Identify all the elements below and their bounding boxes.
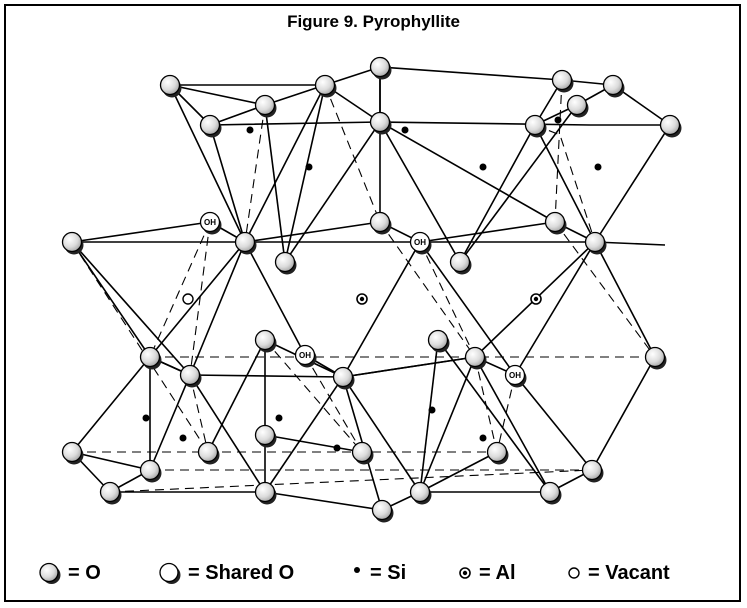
legend-oxygen: = O <box>38 555 101 591</box>
si-atom <box>401 126 409 134</box>
oxygen-atom <box>61 441 84 465</box>
si-atom <box>554 116 562 124</box>
oxygen-atom <box>581 459 604 483</box>
aluminum-dot-icon <box>459 567 471 579</box>
oxygen-atom <box>566 94 589 118</box>
oxygen-atom <box>524 114 547 138</box>
hydroxyl-atoms: OH OH OH OH <box>199 211 527 388</box>
legend-silicon: = Si <box>350 555 406 591</box>
si-atom <box>594 163 602 171</box>
oh-label: OH <box>509 371 521 380</box>
si-atom <box>305 163 313 171</box>
oxygen-icon <box>39 562 61 584</box>
legend-shared-oxygen: = Shared O <box>158 555 294 591</box>
oxygen-atom <box>427 329 450 353</box>
si-atom <box>479 163 487 171</box>
figure-title: Figure 9. Pyrophyllite <box>287 12 460 31</box>
al-atoms <box>356 293 542 305</box>
vacant-sites <box>182 293 194 305</box>
vacant-site <box>182 293 194 305</box>
pyrophyllite-structure-diagram: OH OH OH OH <box>61 56 682 523</box>
oxygen-atom <box>464 346 487 370</box>
hydroxyl-atom: OH <box>504 364 527 388</box>
oxygen-atom <box>99 481 122 505</box>
legend-aluminum: = Al <box>457 555 516 591</box>
oxygen-atom <box>139 459 162 483</box>
oxygen-atom <box>254 481 277 505</box>
si-atom <box>142 414 150 422</box>
oxygen-atom <box>369 111 392 135</box>
oxygen-atom <box>314 74 337 98</box>
hydroxyl-atom: OH <box>199 211 222 235</box>
si-atom <box>179 434 187 442</box>
oxygen-atom <box>254 329 277 353</box>
oxygen-atom <box>332 366 355 390</box>
silicon-dot-icon <box>354 567 360 573</box>
oxygen-atom <box>234 231 257 255</box>
oxygen-atom <box>274 251 297 275</box>
legend: = O = Shared O = Si = Al = Vacant <box>0 555 747 595</box>
oxygen-atoms <box>61 56 682 523</box>
legend-aluminum-label: = Al <box>479 561 516 584</box>
oxygen-atom <box>254 424 277 448</box>
oxygen-atom <box>551 69 574 93</box>
oxygen-atom <box>644 346 667 370</box>
legend-vacant-label: = Vacant <box>588 561 670 584</box>
legend-oxygen-label: = O <box>68 561 101 584</box>
oxygen-atom <box>351 441 374 465</box>
oxygen-atom <box>159 74 182 98</box>
oxygen-atom <box>197 441 220 465</box>
oxygen-atom <box>486 441 509 465</box>
oxygen-atom <box>179 364 202 388</box>
oh-label: OH <box>414 238 426 247</box>
oxygen-atom <box>61 231 84 255</box>
oxygen-atom <box>199 114 222 138</box>
si-atom <box>333 444 341 452</box>
oxygen-atom <box>544 211 567 235</box>
oxygen-atom <box>409 481 432 505</box>
si-atom <box>479 434 487 442</box>
oh-label: OH <box>299 351 311 360</box>
vacant-circle-icon <box>568 567 580 579</box>
oxygen-atom <box>659 114 682 138</box>
oxygen-atom <box>369 56 392 80</box>
oxygen-atom <box>584 231 607 255</box>
oxygen-atom <box>139 346 162 370</box>
oxygen-atom <box>602 74 625 98</box>
legend-vacant: = Vacant <box>566 555 670 591</box>
hydroxyl-atom: OH <box>409 231 432 255</box>
solid-bonds <box>71 66 671 511</box>
legend-silicon-label: = Si <box>370 561 407 584</box>
oxygen-atom <box>371 499 394 523</box>
si-atom <box>246 126 254 134</box>
oh-label: OH <box>204 218 216 227</box>
oxygen-atom <box>539 481 562 505</box>
si-atoms <box>142 116 602 452</box>
shared-oxygen-icon <box>159 562 181 584</box>
hydroxyl-atom: OH <box>294 344 317 368</box>
si-atom <box>428 406 436 414</box>
oxygen-atom <box>254 94 277 118</box>
oxygen-atom <box>449 251 472 275</box>
dashed-bonds <box>71 79 656 493</box>
si-atom <box>275 414 283 422</box>
legend-shared-oxygen-label: = Shared O <box>188 561 295 584</box>
oxygen-atom <box>369 211 392 235</box>
